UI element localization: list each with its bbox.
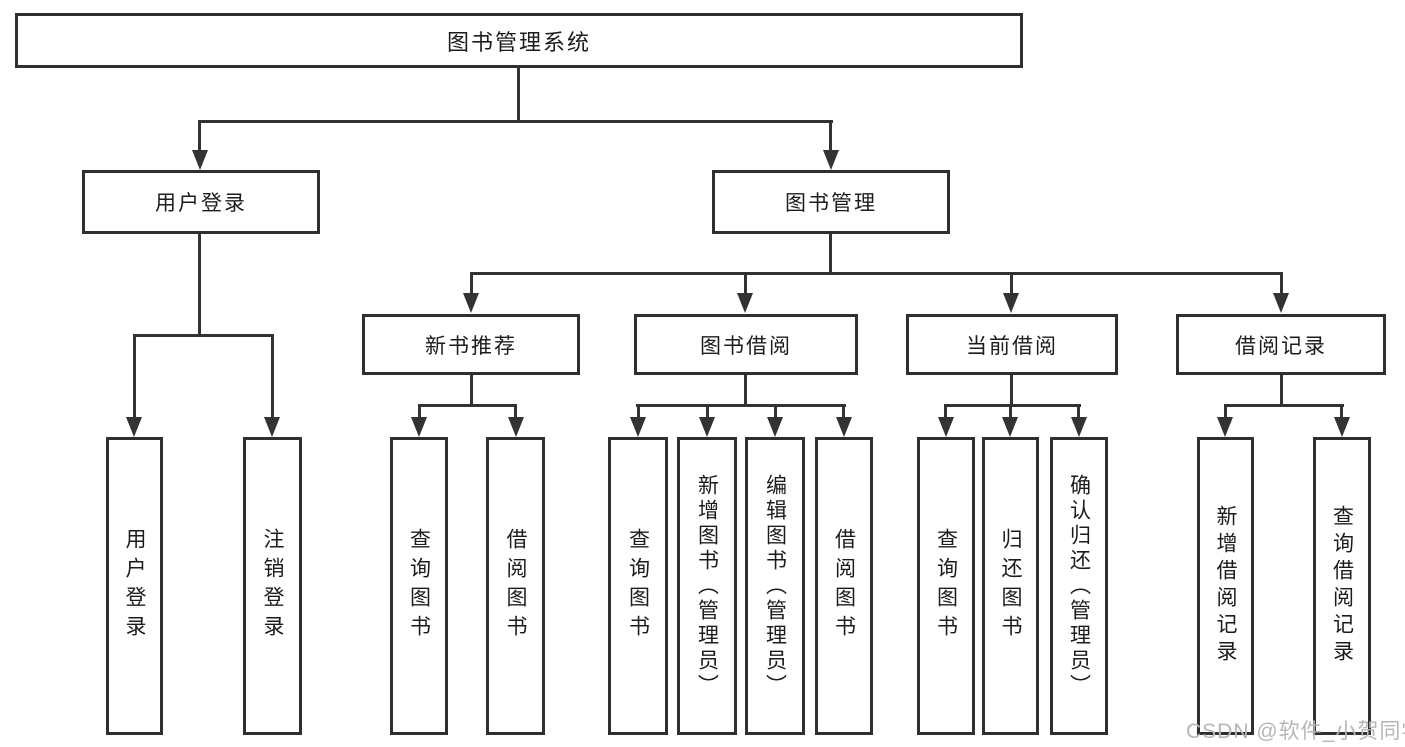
arrow-to-new-book-recommend — [463, 293, 479, 313]
node-leaf-query-borrow-record: 查询借阅记录 — [1313, 437, 1371, 735]
node-leaf-borrow-books-b: 借阅图书 — [486, 437, 545, 735]
node-leaf-confirm-return-admin: 确认归还（管理员） — [1050, 437, 1108, 735]
node-leaf-user-login: 用户登录 — [106, 437, 163, 735]
node-leaf-add-books-admin: 新增图书（管理员） — [677, 437, 737, 735]
connector-c2-stub — [706, 404, 709, 419]
arrow-to-login — [126, 417, 142, 437]
connector-userlogin-hline — [133, 334, 274, 337]
arrow-to-add-borrow-record — [1217, 417, 1233, 437]
connector-b1-stub — [418, 404, 421, 419]
connector-level3-hline — [470, 272, 1283, 275]
arrow-to-query-books-d — [938, 417, 954, 437]
connector-bookborrow-stub — [744, 272, 747, 295]
arrow-to-current-borrow — [1003, 293, 1019, 313]
arrow-to-query-books-b — [411, 417, 427, 437]
connector-c4-stub — [842, 404, 845, 419]
connector-newbook-stub — [470, 272, 473, 295]
connector-d2-stub — [1009, 404, 1012, 419]
arrow-to-edit-books — [767, 417, 783, 437]
connector-d3-stub — [1077, 404, 1080, 419]
connector-borrowrecords-down — [1280, 375, 1283, 407]
arrow-to-return-books — [1002, 417, 1018, 437]
connector-root-stub — [517, 68, 520, 122]
connector-b2-stub — [514, 404, 517, 419]
connector-borrowrecords-hline — [1224, 404, 1344, 407]
connector-d1-stub — [944, 404, 947, 419]
connector-bookmgmt-down — [829, 234, 832, 275]
csdn-watermark: CSDN @软件_小贺同学 — [1186, 720, 1405, 743]
node-leaf-query-books-c: 查询图书 — [608, 437, 668, 735]
node-current-borrow: 当前借阅 — [906, 314, 1118, 375]
connector-c3-stub — [774, 404, 777, 419]
node-leaf-add-borrow-record: 新增借阅记录 — [1197, 437, 1254, 735]
node-leaf-query-books-d: 查询图书 — [917, 437, 975, 735]
node-new-book-recommend: 新书推荐 — [362, 314, 580, 375]
connector-logout-stub — [271, 334, 274, 419]
connector-c1-stub — [637, 404, 640, 419]
node-leaf-logout: 注销登录 — [243, 437, 302, 735]
arrow-to-query-books-c — [630, 417, 646, 437]
arrow-to-query-borrow-record — [1334, 417, 1350, 437]
connector-bookborrow-down — [744, 375, 747, 407]
connector-currentborrow-stub — [1010, 272, 1013, 295]
connector-borrowrecords-stub — [1280, 272, 1283, 295]
node-book-management: 图书管理 — [712, 170, 950, 234]
arrow-to-user-login — [192, 150, 208, 170]
node-user-login: 用户登录 — [82, 170, 320, 234]
arrow-to-confirm-return — [1071, 417, 1087, 437]
arrow-to-book-borrow — [737, 293, 753, 313]
node-leaf-borrow-books-c: 借阅图书 — [815, 437, 873, 735]
connector-userlogin-stub — [198, 120, 201, 153]
node-leaf-query-books-b: 查询图书 — [390, 437, 448, 735]
node-borrow-records: 借阅记录 — [1176, 314, 1386, 375]
connector-e1-stub — [1224, 404, 1227, 419]
connector-bookborrow-hline — [636, 404, 846, 407]
arrow-to-add-books — [699, 417, 715, 437]
arrow-to-book-management — [823, 150, 839, 170]
connector-currentborrow-hline — [944, 404, 1081, 407]
connector-userlogin-down — [198, 234, 201, 337]
connector-e2-stub — [1340, 404, 1343, 419]
connector-bookmgmt-stub — [829, 120, 832, 153]
connector-login-stub — [133, 334, 136, 419]
arrow-to-borrow-books-c — [836, 417, 852, 437]
connector-newbook-hline — [418, 404, 517, 407]
connector-level2-hline — [198, 120, 833, 123]
node-system-root: 图书管理系统 — [15, 13, 1023, 68]
arrow-to-logout — [264, 417, 280, 437]
arrow-to-borrow-records — [1273, 293, 1289, 313]
connector-currentborrow-down — [1010, 375, 1013, 407]
node-leaf-edit-books-admin: 编辑图书（管理员） — [745, 437, 805, 735]
arrow-to-borrow-books-b — [508, 417, 524, 437]
connector-newbook-down — [470, 375, 473, 407]
node-leaf-return-books: 归还图书 — [982, 437, 1039, 735]
node-book-borrow: 图书借阅 — [634, 314, 858, 375]
